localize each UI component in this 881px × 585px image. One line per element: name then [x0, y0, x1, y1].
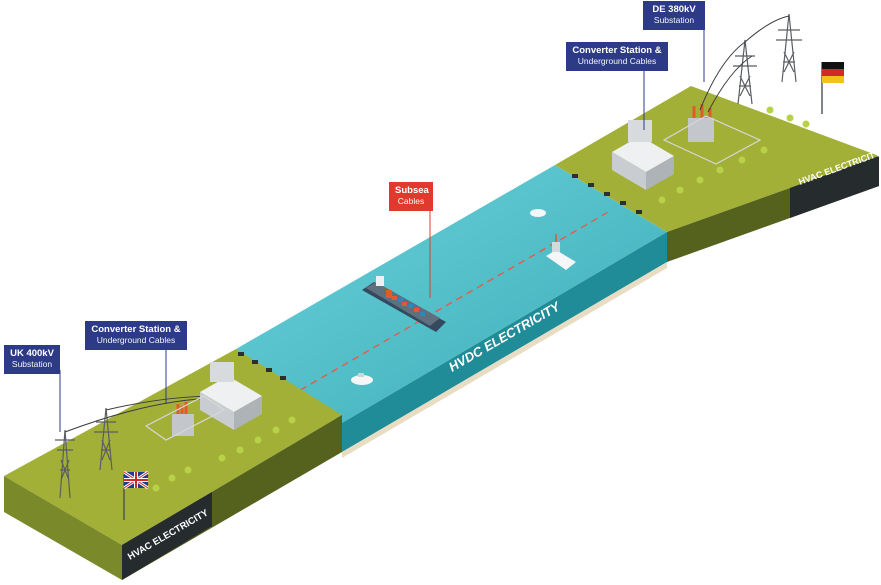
uk-substation-title: UK 400kV	[10, 348, 54, 359]
germany-flag	[821, 62, 844, 114]
uk-land-block	[4, 349, 342, 580]
de-substation-callout: DE 380kV Substation	[643, 1, 705, 30]
small-boat-icon	[351, 373, 373, 385]
sea-channel	[236, 165, 667, 458]
trawler-icon	[546, 234, 576, 270]
uk-substation-subtitle: Substation	[11, 359, 53, 370]
sea-surface	[236, 165, 667, 423]
uk-converter-title: Converter Station &	[91, 324, 181, 335]
uk-converter-subtitle: Underground Cables	[96, 335, 176, 346]
uk-substation-callout: UK 400kV Substation	[4, 345, 60, 374]
shore-cable-ends	[238, 174, 642, 380]
uk-hvac-band	[122, 492, 212, 580]
de-substation-title: DE 380kV	[652, 4, 696, 15]
sea-side-face	[342, 232, 667, 452]
subsea-subtitle: Cables	[397, 196, 425, 207]
de-hvac-band	[790, 156, 879, 218]
uk-converter-callout: Converter Station & Underground Cables	[85, 321, 187, 350]
uk-flag	[123, 470, 149, 520]
uk-land-front	[4, 476, 122, 580]
de-converter-subtitle: Underground Cables	[577, 56, 657, 67]
subsea-title: Subsea	[395, 185, 429, 196]
container-ship-icon	[362, 276, 446, 332]
seabed-sand	[342, 262, 667, 458]
de-substation-subtitle: Substation	[653, 15, 695, 26]
de-overhead-lines	[699, 15, 790, 113]
uk-pylon-2	[94, 407, 118, 471]
de-converter-callout: Converter Station & Underground Cables	[566, 42, 668, 71]
uk-pylon-1	[55, 429, 75, 499]
trees	[152, 106, 810, 492]
subsea-cables-callout: Subsea Cables	[389, 182, 433, 211]
de-pylon-2	[776, 13, 802, 83]
small-boat-icon-2	[530, 209, 546, 217]
de-converter-station	[612, 104, 762, 190]
subsea-cable-line	[289, 210, 611, 397]
uk-converter-station	[144, 362, 262, 441]
de-pylon-1	[733, 39, 757, 105]
callout-leaders	[59, 26, 705, 432]
de-converter-title: Converter Station &	[572, 45, 662, 56]
